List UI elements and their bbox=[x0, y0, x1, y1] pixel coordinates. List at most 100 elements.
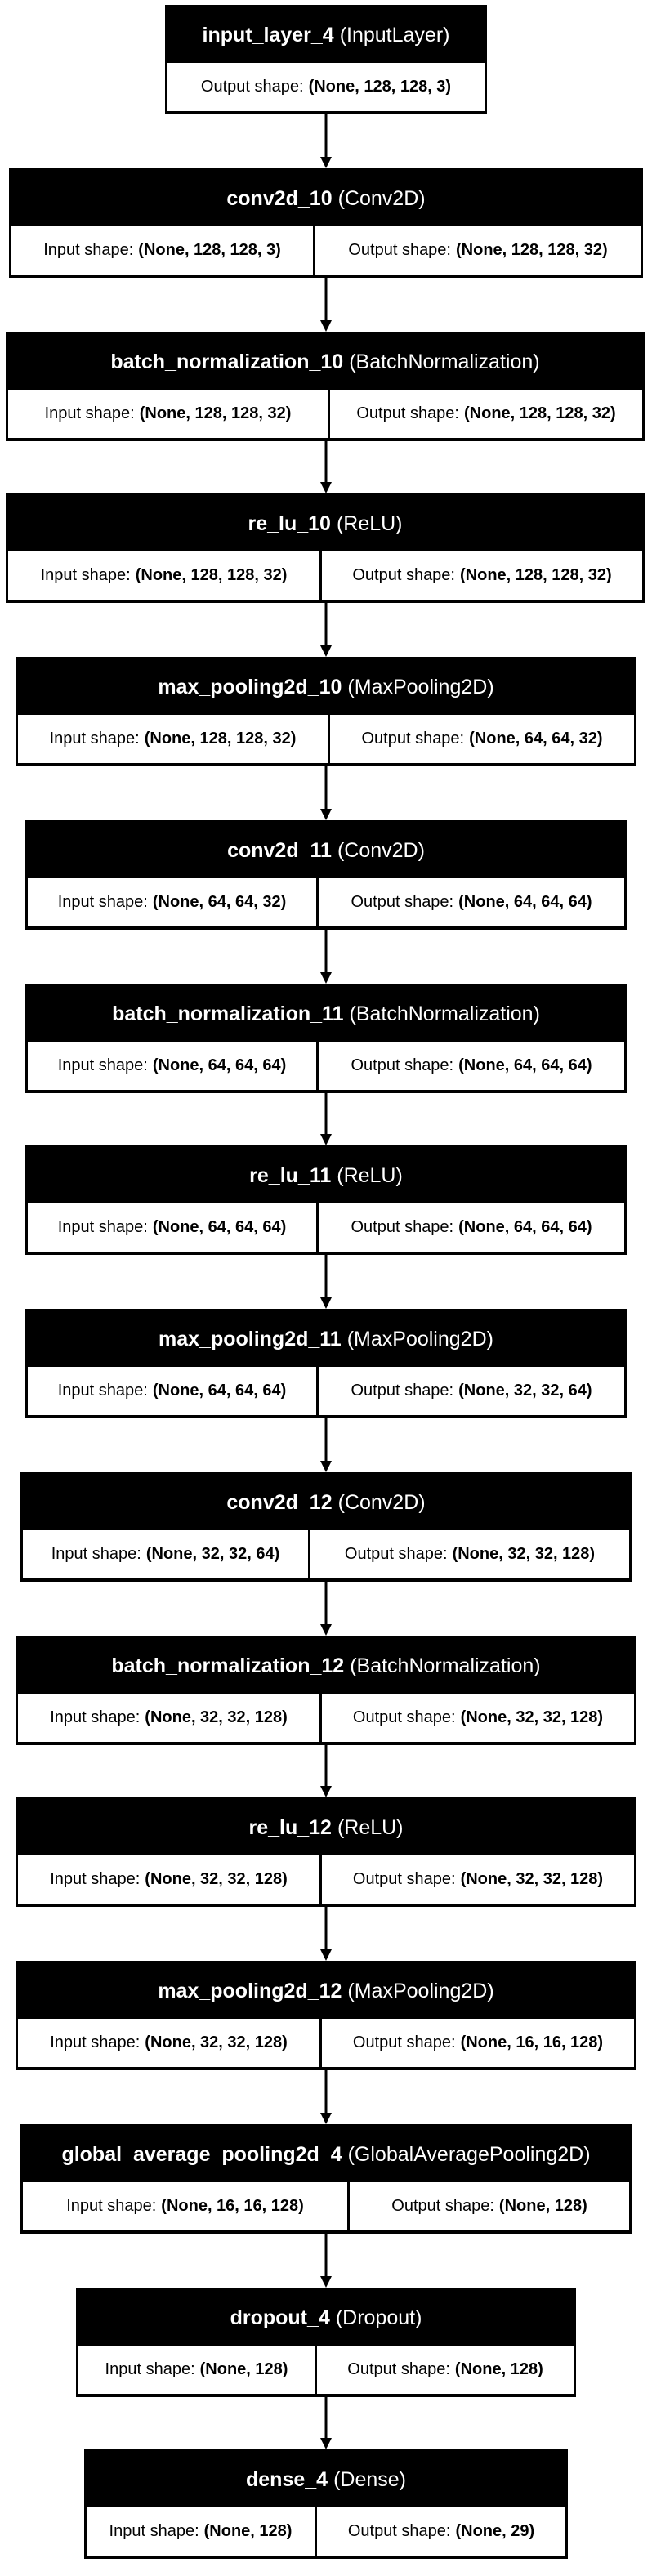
output-shape-label: Output shape: bbox=[356, 404, 459, 422]
layer-shapes: Output shape:(None, 128, 128, 3) bbox=[167, 63, 485, 111]
output-shape-value: (None, 32, 32, 128) bbox=[452, 1545, 596, 1563]
output-shape-cell: Output shape:(None, 64, 64, 32) bbox=[330, 715, 634, 763]
input-shape-cell: Input shape:(None, 128, 128, 32) bbox=[18, 715, 328, 763]
layer-type: (MaxPooling2D) bbox=[347, 675, 494, 699]
input-shape-value: (None, 32, 32, 64) bbox=[145, 1545, 280, 1563]
layer-header: dense_4(Dense) bbox=[87, 2452, 565, 2507]
layer-header: batch_normalization_12(BatchNormalizatio… bbox=[18, 1638, 634, 1694]
input-shape-value: (None, 32, 32, 128) bbox=[145, 1870, 288, 1888]
layer-type: (GlobalAveragePooling2D) bbox=[347, 2142, 591, 2166]
output-shape-label: Output shape: bbox=[200, 78, 304, 96]
output-shape-label: Output shape: bbox=[351, 1218, 454, 1236]
arrow-head-icon bbox=[320, 1134, 332, 1145]
input-shape-label: Input shape: bbox=[43, 241, 134, 259]
input-shape-cell: Input shape:(None, 64, 64, 32) bbox=[28, 878, 316, 926]
output-shape-value: (None, 128) bbox=[454, 2360, 543, 2378]
layer-node-batch_normalization_12: batch_normalization_12(BatchNormalizatio… bbox=[16, 1636, 636, 1745]
input-shape-cell: Input shape:(None, 128, 128, 32) bbox=[8, 551, 319, 600]
layer-node-max_pooling2d_11: max_pooling2d_11(MaxPooling2D)Input shap… bbox=[25, 1309, 627, 1418]
input-shape-label: Input shape: bbox=[50, 1870, 141, 1888]
layer-shapes: Input shape:(None, 64, 64, 64)Output sha… bbox=[28, 1203, 624, 1252]
layer-node-max_pooling2d_12: max_pooling2d_12(MaxPooling2D)Input shap… bbox=[16, 1961, 636, 2070]
layer-name: global_average_pooling2d_4 bbox=[61, 2142, 342, 2166]
input-shape-cell: Input shape:(None, 128, 128, 32) bbox=[8, 390, 328, 438]
input-shape-label: Input shape: bbox=[57, 1056, 148, 1074]
layer-shapes: Input shape:(None, 128, 128, 32)Output s… bbox=[8, 551, 642, 600]
arrow-head-icon bbox=[320, 1461, 332, 1472]
arrow-head-icon bbox=[320, 2276, 332, 2288]
layer-header: conv2d_10(Conv2D) bbox=[11, 171, 641, 226]
layer-name: re_lu_10 bbox=[248, 511, 331, 535]
input-shape-value: (None, 128, 128, 32) bbox=[144, 730, 297, 748]
output-shape-cell: Output shape:(None, 16, 16, 128) bbox=[322, 2019, 634, 2067]
layer-node-conv2d_10: conv2d_10(Conv2D)Input shape:(None, 128,… bbox=[9, 168, 643, 278]
input-shape-label: Input shape: bbox=[57, 1382, 148, 1400]
layer-node-conv2d_12: conv2d_12(Conv2D)Input shape:(None, 32, … bbox=[20, 1472, 632, 1582]
input-shape-value: (None, 128, 128, 32) bbox=[139, 404, 292, 422]
input-shape-value: (None, 128, 128, 32) bbox=[135, 566, 288, 584]
input-shape-label: Input shape: bbox=[49, 730, 140, 748]
layer-name: conv2d_11 bbox=[227, 838, 332, 862]
layer-header: input_layer_4(InputLayer) bbox=[167, 7, 485, 63]
output-shape-value: (None, 64, 64, 64) bbox=[458, 1218, 592, 1236]
input-shape-cell: Input shape:(None, 32, 32, 128) bbox=[18, 1694, 319, 1742]
layer-shapes: Input shape:(None, 128)Output shape:(Non… bbox=[87, 2507, 565, 2556]
arrow-head-icon bbox=[320, 2113, 332, 2124]
input-shape-label: Input shape: bbox=[40, 566, 131, 584]
layer-node-dropout_4: dropout_4(Dropout)Input shape:(None, 128… bbox=[76, 2288, 576, 2397]
layer-name: batch_normalization_11 bbox=[112, 1002, 344, 1025]
arrow-head-icon bbox=[320, 157, 332, 168]
layer-name: re_lu_12 bbox=[248, 1815, 332, 1839]
layer-type: (ReLU) bbox=[337, 1163, 403, 1187]
input-shape-label: Input shape: bbox=[105, 2360, 195, 2378]
layer-shapes: Input shape:(None, 16, 16, 128)Output sh… bbox=[23, 2182, 629, 2230]
layer-header: batch_normalization_10(BatchNormalizatio… bbox=[8, 334, 642, 390]
layer-header: re_lu_11(ReLU) bbox=[28, 1148, 624, 1203]
arrow-head-icon bbox=[320, 809, 332, 820]
arrow-head-icon bbox=[320, 1949, 332, 1961]
input-shape-value: (None, 32, 32, 128) bbox=[145, 2034, 288, 2051]
output-shape-cell: Output shape:(None, 128, 128, 3) bbox=[167, 63, 485, 111]
input-shape-cell: Input shape:(None, 128) bbox=[87, 2507, 315, 2556]
layer-type: (BatchNormalization) bbox=[349, 1002, 540, 1025]
output-shape-value: (None, 32, 32, 128) bbox=[460, 1708, 604, 1726]
layer-shapes: Input shape:(None, 128, 128, 32) Output s… bbox=[8, 390, 642, 438]
output-shape-value: (None, 128, 128, 32) bbox=[456, 241, 608, 259]
output-shape-label: Output shape: bbox=[361, 730, 465, 748]
layer-shapes: Input shape:(None, 128, 128, 3)Output sh… bbox=[11, 226, 641, 275]
input-shape-cell: Input shape:(None, 32, 32, 64) bbox=[23, 1530, 308, 1578]
arrow-head-icon bbox=[320, 2438, 332, 2449]
layer-shapes: Input shape:(None, 64, 64, 32)Output sha… bbox=[28, 878, 624, 926]
layer-name: max_pooling2d_12 bbox=[158, 1979, 342, 2002]
layer-type: (MaxPooling2D) bbox=[347, 1979, 494, 2002]
input-shape-label: Input shape: bbox=[109, 2522, 199, 2540]
output-shape-label: Output shape: bbox=[344, 1545, 448, 1563]
output-shape-value: (None, 16, 16, 128) bbox=[460, 2034, 604, 2051]
layer-node-dense_4: dense_4(Dense)Input shape:(None, 128)Out… bbox=[84, 2449, 568, 2559]
input-shape-label: Input shape: bbox=[44, 404, 135, 422]
input-shape-label: Input shape: bbox=[51, 1545, 141, 1563]
input-shape-cell: Input shape:(None, 16, 16, 128) bbox=[23, 2182, 347, 2230]
layer-type: (ReLU) bbox=[337, 1815, 404, 1839]
layer-header: max_pooling2d_12(MaxPooling2D) bbox=[18, 1963, 634, 2019]
output-shape-cell: Output shape:(None, 32, 32, 128) bbox=[322, 1855, 634, 1904]
input-shape-value: (None, 64, 64, 64) bbox=[152, 1056, 287, 1074]
layer-header: global_average_pooling2d_4(GlobalAverage… bbox=[23, 2127, 629, 2182]
layer-type: (MaxPooling2D) bbox=[346, 1327, 493, 1351]
output-shape-cell: Output shape:(None, 128, 128, 32) bbox=[315, 226, 641, 275]
layer-shapes: Input shape:(None, 32, 32, 128)Output sh… bbox=[18, 1855, 634, 1904]
input-shape-value: (None, 64, 64, 32) bbox=[152, 893, 287, 911]
output-shape-value: (None, 32, 32, 64) bbox=[458, 1382, 592, 1400]
input-shape-cell: Input shape:(None, 32, 32, 128) bbox=[18, 1855, 319, 1904]
layer-name: batch_normalization_12 bbox=[111, 1654, 345, 1677]
input-shape-cell: Input shape:(None, 32, 32, 128) bbox=[18, 2019, 319, 2067]
arrow-head-icon bbox=[320, 1624, 332, 1636]
layer-node-input_layer_4: input_layer_4(InputLayer)Output shape:(N… bbox=[165, 5, 487, 114]
layer-shapes: Input shape:(None, 64, 64, 64)Output sha… bbox=[28, 1042, 624, 1090]
layer-type: (ReLU) bbox=[336, 511, 403, 535]
input-shape-value: (None, 64, 64, 64) bbox=[152, 1382, 287, 1400]
layer-type: (InputLayer) bbox=[339, 23, 450, 47]
input-shape-label: Input shape: bbox=[50, 2034, 141, 2051]
